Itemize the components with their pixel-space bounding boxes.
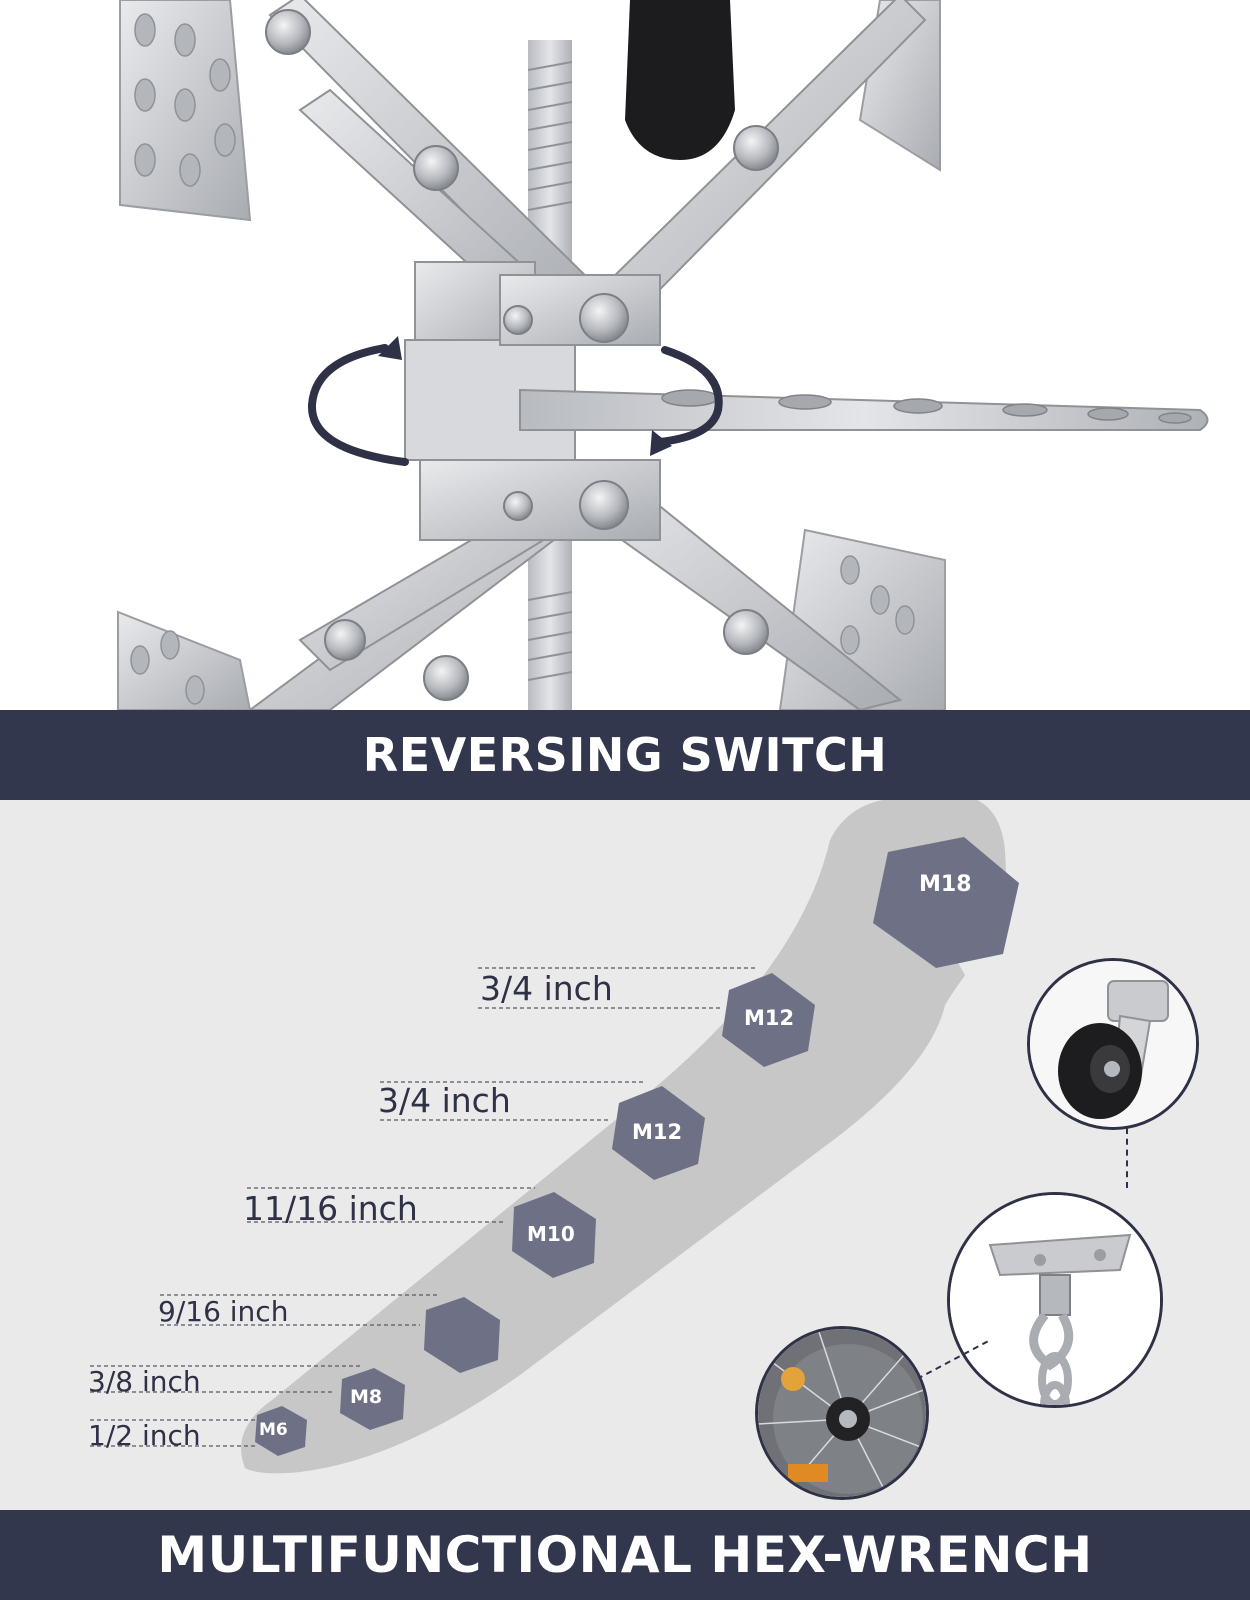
hex-wrench-section: M18 M12 M12 M10 M8 M6 3/4 inch 3/4 inch … — [0, 800, 1250, 1510]
hex-hole-m6 — [255, 1406, 307, 1456]
caster-wheel-icon — [1027, 958, 1199, 1130]
hex-wrench-illustration — [90, 800, 1019, 1474]
left-upper-plate — [119, 0, 252, 222]
size-label-9-16-inch: 9/16 inch — [158, 1295, 289, 1328]
banner-reversing-switch: REVERSING SWITCH — [0, 710, 1250, 800]
hex-label-m18: M18 — [919, 872, 972, 897]
product-photo-scissor-chock — [0, 0, 1250, 710]
hex-label-m8: M8 — [350, 1386, 383, 1408]
hex-hole-blank — [424, 1297, 500, 1373]
hex-label-m10: M10 — [527, 1222, 575, 1246]
size-label-3-4-inch-a: 3/4 inch — [480, 969, 613, 1008]
handle-grip — [625, 0, 735, 160]
hex-label-m12-b: M12 — [632, 1120, 683, 1144]
banner-title: MULTIFUNCTIONAL HEX-WRENCH — [157, 1526, 1093, 1584]
size-label-3-8-inch: 3/8 inch — [88, 1365, 201, 1398]
hex-hole-m10 — [512, 1192, 596, 1278]
hex-hole-m12-a — [722, 973, 815, 1067]
hex-hole-m18 — [873, 837, 1019, 968]
banner-multifunctional-hex-wrench: MULTIFUNCTIONAL HEX-WRENCH — [0, 1510, 1250, 1600]
banner-title: REVERSING SWITCH — [362, 728, 888, 782]
hex-label-m12-a: M12 — [744, 1006, 795, 1030]
size-label-11-16-inch: 11/16 inch — [243, 1189, 418, 1228]
swivel-hook-icon — [947, 1192, 1163, 1408]
size-label-3-4-inch-b: 3/4 inch — [378, 1081, 511, 1120]
hex-label-m6: M6 — [259, 1420, 288, 1440]
bolts — [265, 9, 779, 701]
size-label-1-2-inch: 1/2 inch — [88, 1419, 201, 1452]
hex-hole-m8 — [340, 1368, 405, 1430]
scissor-chock-illustration — [117, 0, 1209, 710]
inserted-wrench — [519, 388, 1209, 431]
rotation-arrow-icon — [307, 344, 723, 466]
hex-hole-m12-b — [612, 1086, 705, 1180]
wheel-hub-icon — [755, 1326, 929, 1500]
